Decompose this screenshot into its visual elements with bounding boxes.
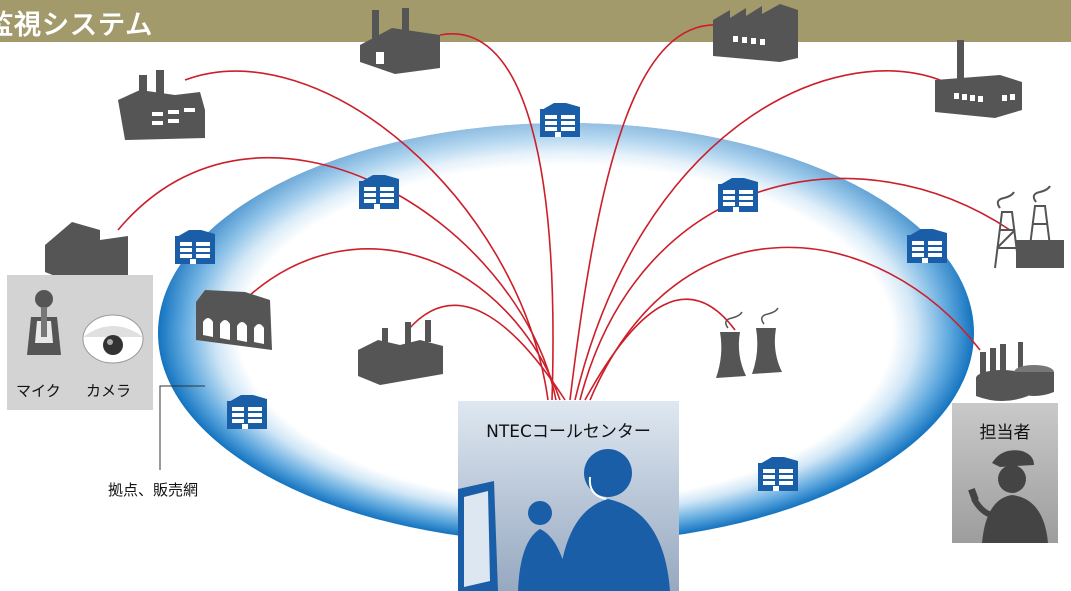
factory-icon xyxy=(713,4,798,62)
call-center-panel xyxy=(458,401,679,591)
storage-tank-icon xyxy=(976,342,1054,401)
factory-icon xyxy=(935,40,1022,118)
branches-label: 拠点、販売網 xyxy=(108,481,199,499)
refinery-icon xyxy=(994,185,1064,269)
office-building-icon xyxy=(227,395,267,429)
person-in-charge-label: 担当者 xyxy=(979,423,1031,443)
title-bar: 監視システム xyxy=(0,0,1071,42)
device-panel xyxy=(7,275,153,410)
office-building-icon xyxy=(359,175,399,209)
microphone-icon xyxy=(27,290,61,355)
factory-icon xyxy=(360,8,440,74)
camera-label: カメラ xyxy=(86,382,132,400)
factory-icon xyxy=(118,70,205,140)
office-building-icon xyxy=(907,229,947,263)
warehouse-icon xyxy=(45,222,128,282)
operator-icon xyxy=(458,449,670,591)
cooling-tower-icon xyxy=(716,307,782,378)
page-title: 監視システム xyxy=(0,10,154,41)
camera-icon xyxy=(82,314,144,364)
person-icon xyxy=(968,450,1048,543)
person-panel xyxy=(952,403,1058,543)
factory-icon xyxy=(358,320,443,385)
office-building-icon xyxy=(175,230,215,264)
office-building-icon xyxy=(718,178,758,212)
plant-icon xyxy=(196,290,272,350)
office-building-icon xyxy=(758,457,798,491)
mic-label: マイク xyxy=(16,382,61,400)
call-center-label: NTECコールセンター xyxy=(486,422,651,442)
office-building-icon xyxy=(540,103,580,137)
connection-lines xyxy=(117,24,1011,401)
